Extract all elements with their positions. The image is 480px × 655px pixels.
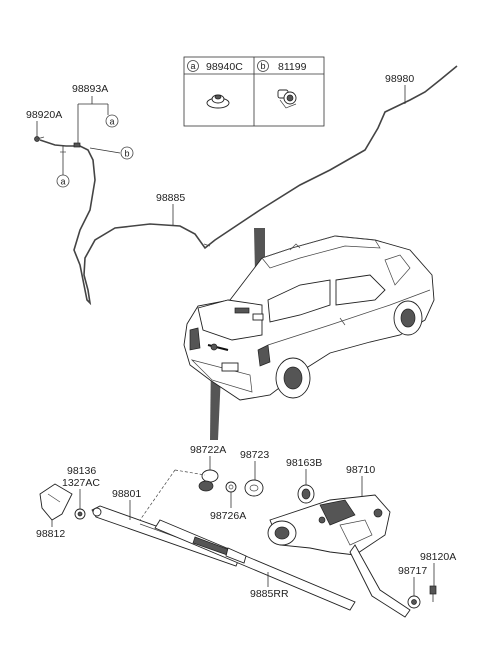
bushing-98717 [407,595,421,609]
label-98723: 98723 [240,449,269,461]
label-98120A: 98120A [420,551,456,563]
callout-98723: 98723 [240,449,269,480]
callout-98920A: 98920A [26,109,62,137]
legend-marker-b: b [260,61,265,71]
label-98920A: 98920A [26,109,62,121]
legend-marker-a-circle [187,60,199,72]
callout-98722A: 98722A [190,444,226,470]
hose-98885 [39,65,458,306]
marker-a-circle-1 [105,114,119,128]
callout-98893A: 98893A a [72,83,119,143]
callout-98136: 98136 1327AC [62,465,100,509]
legend-marker-b-circle [257,60,269,72]
wiper-motor-98710 [267,494,411,618]
side-window-rear [267,279,331,323]
grommet-98163B [297,484,315,504]
label-98885: 98885 [156,192,185,204]
marker-b-circle [120,146,134,160]
nozzle-98920A [34,136,45,142]
legend-cell-b: b 81199 [257,60,307,109]
license-plate [221,362,239,372]
label-98812: 98812 [36,528,65,540]
callout-9885RR: 9885RR [250,572,289,600]
callout-98801: 98801 [112,488,141,520]
label-98717: 98717 [398,565,427,577]
label-98726A: 98726A [210,510,246,522]
vehicle-illustration [183,235,435,401]
label-98722A: 98722A [190,444,226,456]
callout-98717: 98717 [398,565,427,596]
hose-joint [73,142,81,148]
marker-a-2: a [60,177,65,187]
legend-part-98940C: 98940C [206,61,243,73]
marker-a-1: a [109,117,114,127]
callout-98980: 98980 [385,73,414,104]
label-98893A: 98893A [72,83,108,95]
label-98980: 98980 [385,73,414,85]
arm-cap-98812 [39,483,73,521]
grommet-98722A [198,469,219,492]
bolt-98120A [429,585,437,602]
label-9885RR: 9885RR [250,588,289,600]
grommet-icon [206,94,230,109]
taillight-right [257,344,271,367]
legend-box: a 98940C b 81199 [183,56,325,127]
label-98136: 98136 [67,465,96,477]
label-98710: 98710 [346,464,375,476]
washer-98726A [225,481,237,493]
callout-98163B: 98163B [286,457,322,485]
callout-98120A: 98120A [420,551,456,586]
label-98801: 98801 [112,488,141,500]
callout-98812: 98812 [36,520,65,540]
wiper-assembly [39,469,437,618]
legend-part-81199: 81199 [278,61,307,73]
legend-cell-a: a 98940C [187,60,243,109]
legend-marker-a: a [190,61,195,71]
washer-hose-assembly [34,65,458,306]
callout-98726A: 98726A [210,492,246,522]
callout-98885: 98885 [156,192,185,225]
rear-wiper-mount [210,343,218,351]
taillight-left [189,327,201,351]
label-98163B: 98163B [286,457,322,469]
callout-98710: 98710 [346,464,375,497]
callout-marker-b: b [120,146,134,160]
marker-b-1: b [124,149,129,159]
side-window-front [335,274,386,306]
callout-marker-a-lower: a [56,168,70,188]
label-1327AC: 1327AC [62,477,100,489]
hose-clip-icon [277,89,297,109]
nut-98136 [74,508,86,520]
nut-98723 [244,479,264,497]
